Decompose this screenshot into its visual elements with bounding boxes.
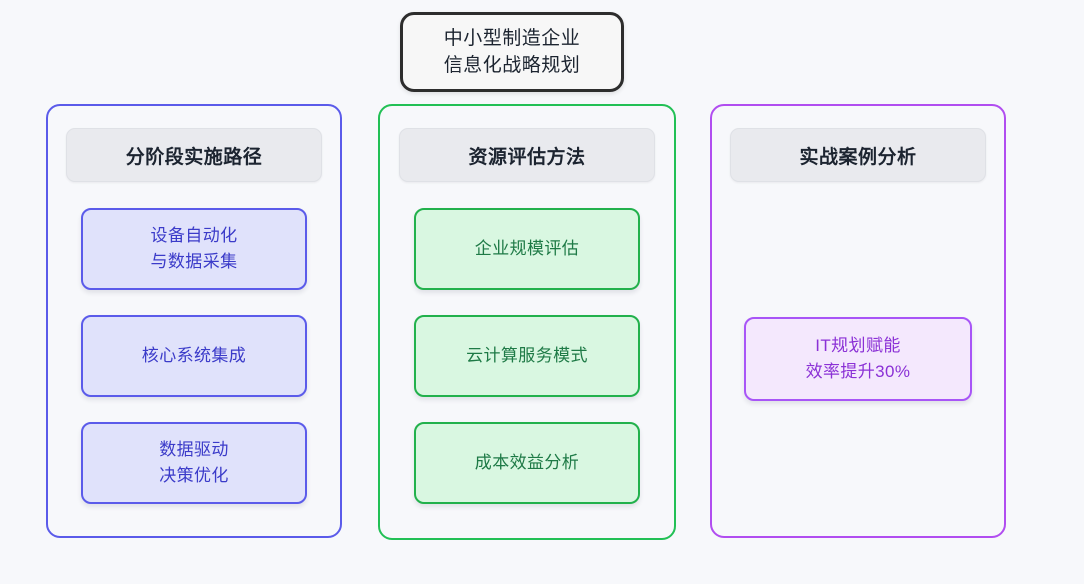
- column-header-label: 分阶段实施路径: [125, 146, 263, 168]
- item-line: 与数据采集: [150, 252, 238, 271]
- column-header-resource-assessment: 资源评估方法: [399, 128, 655, 182]
- column-header-label: 资源评估方法: [468, 146, 586, 168]
- item-line: 数据驱动: [159, 440, 229, 459]
- item-node[interactable]: 设备自动化 与数据采集: [81, 208, 307, 290]
- item-line: 效率提升30%: [805, 362, 911, 381]
- item-node[interactable]: IT规划赋能 效率提升30%: [744, 317, 972, 401]
- item-line: 决策优化: [159, 466, 229, 485]
- item-line: 企业规模评估: [474, 239, 580, 258]
- column-header-case-study: 实战案例分析: [730, 128, 986, 182]
- item-line: IT规划赋能: [815, 336, 901, 355]
- item-node[interactable]: 云计算服务模式: [414, 315, 640, 397]
- column-items-resource-assessment: 企业规模评估 云计算服务模式 成本效益分析: [380, 208, 674, 538]
- root-title-line-1: 中小型制造企业: [443, 28, 581, 49]
- root-title-line-2: 信息化战略规划: [443, 55, 581, 76]
- column-implementation-path[interactable]: 分阶段实施路径 设备自动化 与数据采集 核心系统集成 数据驱动 决策优化: [46, 104, 342, 538]
- item-line: 成本效益分析: [474, 453, 580, 472]
- item-node[interactable]: 成本效益分析: [414, 422, 640, 504]
- column-resource-assessment[interactable]: 资源评估方法 企业规模评估 云计算服务模式 成本效益分析: [378, 104, 676, 540]
- column-items-implementation-path: 设备自动化 与数据采集 核心系统集成 数据驱动 决策优化: [48, 208, 340, 536]
- item-node[interactable]: 核心系统集成: [81, 315, 307, 397]
- column-case-study[interactable]: 实战案例分析 IT规划赋能 效率提升30%: [710, 104, 1006, 538]
- column-header-implementation-path: 分阶段实施路径: [66, 128, 322, 182]
- item-node[interactable]: 数据驱动 决策优化: [81, 422, 307, 504]
- root-title-node[interactable]: 中小型制造企业 信息化战略规划: [400, 12, 624, 92]
- column-items-case-study: IT规划赋能 效率提升30%: [712, 182, 1004, 536]
- item-line: 云计算服务模式: [466, 346, 588, 365]
- item-node[interactable]: 企业规模评估: [414, 208, 640, 290]
- column-header-label: 实战案例分析: [799, 146, 917, 168]
- item-line: 设备自动化: [150, 226, 238, 245]
- item-line: 核心系统集成: [141, 346, 247, 365]
